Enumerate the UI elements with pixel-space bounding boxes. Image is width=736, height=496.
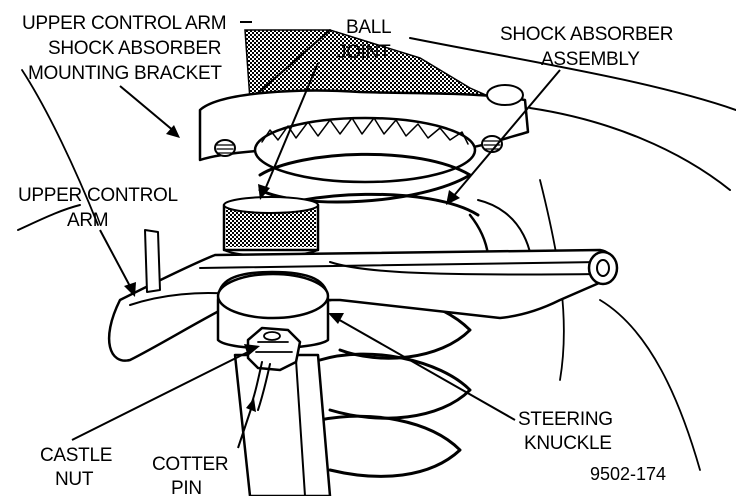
label-shock-line1: SHOCK ABSORBER	[500, 24, 673, 45]
label-knuckle-line1: STEERING	[518, 409, 613, 430]
label-bracket-line2: SHOCK ABSORBER	[48, 38, 221, 59]
label-castle-line1: CASTLE	[40, 445, 112, 466]
leader-castle-nut	[71, 344, 260, 441]
ball-joint	[222, 196, 320, 257]
label-uca-line1: UPPER CONTROL	[18, 185, 178, 206]
label-cotter-line1: COTTER	[152, 454, 228, 475]
label-steering-knuckle: STEERING KNUCKLE	[518, 409, 613, 454]
label-shock-line2: ASSEMBLY	[541, 49, 640, 70]
figure-number: 9502-174	[590, 464, 666, 484]
upper-control-arm	[107, 229, 619, 362]
steering-knuckle	[216, 270, 332, 496]
leader-ball-joint	[258, 62, 319, 200]
castle-nut	[246, 326, 302, 372]
label-bracket-line3: MOUNTING BRACKET	[28, 63, 222, 84]
leader-upper-control-arm	[99, 229, 136, 297]
label-bracket-line1: UPPER CONTROL ARM	[22, 13, 226, 34]
label-cotter-line2: PIN	[171, 478, 202, 496]
label-castle-nut: CASTLE NUT	[40, 445, 112, 490]
leader-steering-knuckle	[328, 313, 516, 421]
leader-cotter-pin	[237, 398, 256, 449]
label-uca-line2: ARM	[67, 210, 108, 231]
label-knuckle-line2: KNUCKLE	[524, 433, 612, 454]
label-ball-joint-line1: BALL	[346, 17, 391, 38]
label-ball-joint-line2: JOINT	[337, 42, 391, 63]
label-ball-joint: BALL JOINT	[337, 17, 392, 63]
label-shock-absorber-assembly: SHOCK ABSORBER ASSEMBLY	[500, 24, 673, 70]
leader-shock-absorber-assembly	[446, 69, 561, 205]
label-cotter-pin: COTTER PIN	[152, 454, 229, 496]
label-upper-control-arm: UPPER CONTROL ARM	[18, 185, 178, 231]
label-upper-control-arm-bracket: UPPER CONTROL ARM SHOCK ABSORBER MOUNTIN…	[22, 13, 227, 84]
label-castle-line2: NUT	[55, 469, 94, 490]
leader-bracket	[119, 21, 252, 138]
